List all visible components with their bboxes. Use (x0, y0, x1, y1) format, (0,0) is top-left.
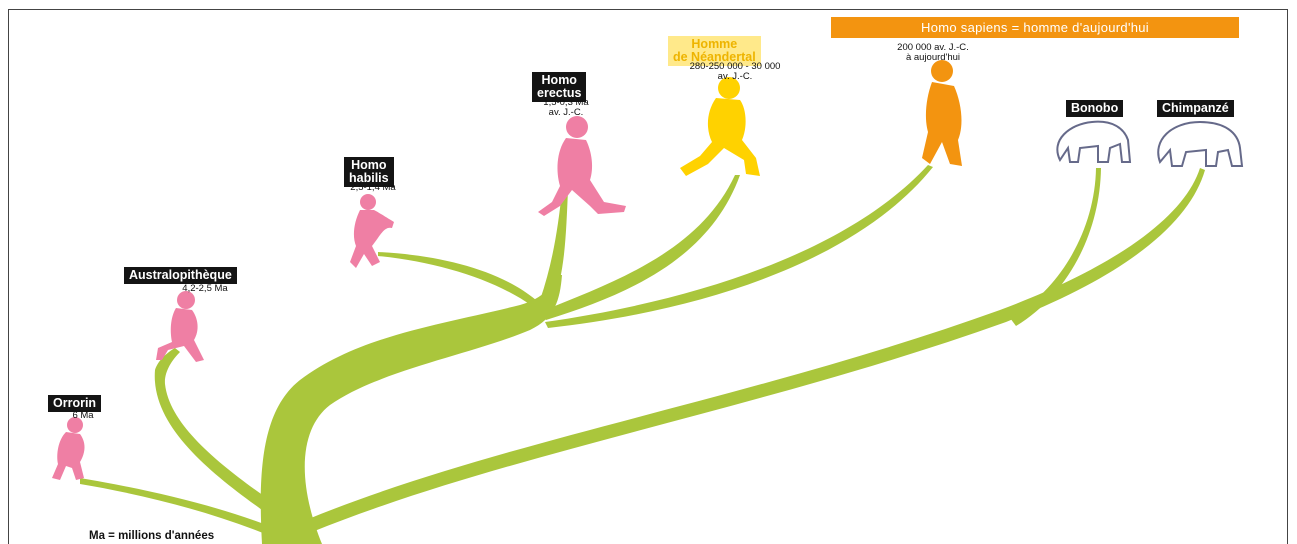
australopithecus-figure (156, 291, 204, 362)
tree-branches (80, 165, 1205, 544)
erectus-figure (538, 116, 626, 216)
sapiens-figure (922, 60, 962, 166)
neanderthal-date: 280-250 000 - 30 000 av. J.-C. (660, 62, 810, 82)
bonobo-branch (1010, 168, 1101, 326)
australopithecus-name: Australopithèque (129, 268, 232, 282)
orrorin-name: Orrorin (53, 396, 97, 410)
erectus-name-line2: erectus (537, 86, 582, 100)
sapiens-date-line1: 200 000 av. J.-C. (897, 42, 969, 53)
erectus-date-line1: 1,5-0,3 Ma (543, 97, 589, 108)
diagram-frame (8, 9, 1288, 544)
bonobo-label: Bonobo (1066, 100, 1124, 117)
habilis-name-line1: Homo (351, 158, 387, 172)
neanderthal-name-line2: de Néandertal (673, 50, 756, 64)
sapiens-date: 200 000 av. J.-C. à aujourd'hui (878, 43, 988, 63)
australopithecus-label: Australopithèque (124, 267, 237, 284)
sapiens-label: Homo sapiens = homme d'aujourd'hui (831, 17, 1239, 38)
neanderthal-figure (680, 77, 760, 176)
australopithecus-branch (154, 348, 284, 520)
orrorin-figure (52, 417, 85, 480)
trunk-branch (260, 275, 562, 544)
bonobo-name: Bonobo (1071, 101, 1119, 115)
habilis-branch (378, 252, 536, 306)
chimpanzee-name: Chimpanzé (1162, 101, 1229, 115)
australopithecus-date: 4,2-2,5 Ma (182, 283, 228, 294)
erectus-branch (540, 190, 568, 305)
neanderthal-branch (540, 175, 740, 320)
neanderthal-name-line1: Homme (691, 37, 738, 51)
footnote: Ma = millions d'années (89, 530, 215, 542)
chimpanzee-figure (1157, 120, 1244, 167)
habilis-name-line2: habilis (349, 171, 389, 185)
neanderthal-label: Homme de Néandertal (668, 36, 761, 66)
erectus-name-line1: Homo (541, 73, 577, 87)
erectus-date: 1,5-0,3 Ma av. J.-C. (526, 98, 606, 118)
habilis-label: Homo habilis (344, 157, 394, 187)
sapiens-date-line2: à aujourd'hui (905, 52, 961, 63)
orrorin-branch (80, 478, 284, 540)
neanderthal-date-line1: 280-250 000 - 30 000 (689, 61, 781, 72)
sapiens-branch (545, 165, 933, 328)
sapiens-name: Homo sapiens = homme d'aujourd'hui (921, 20, 1149, 35)
orrorin-label: Orrorin (48, 395, 102, 412)
neanderthal-date-line2: av. J.-C. (717, 71, 753, 82)
habilis-date: 2,5-1,4 Ma (350, 182, 396, 193)
erectus-label: Homo erectus (532, 72, 587, 102)
bonobo-figure (1056, 120, 1132, 163)
chimpanzee-label: Chimpanzé (1157, 100, 1234, 117)
habilis-figure (350, 194, 394, 268)
orrorin-date: 6 Ma (72, 410, 94, 421)
erectus-date-line2: av. J.-C. (548, 107, 584, 118)
apes-branch (306, 168, 1205, 532)
